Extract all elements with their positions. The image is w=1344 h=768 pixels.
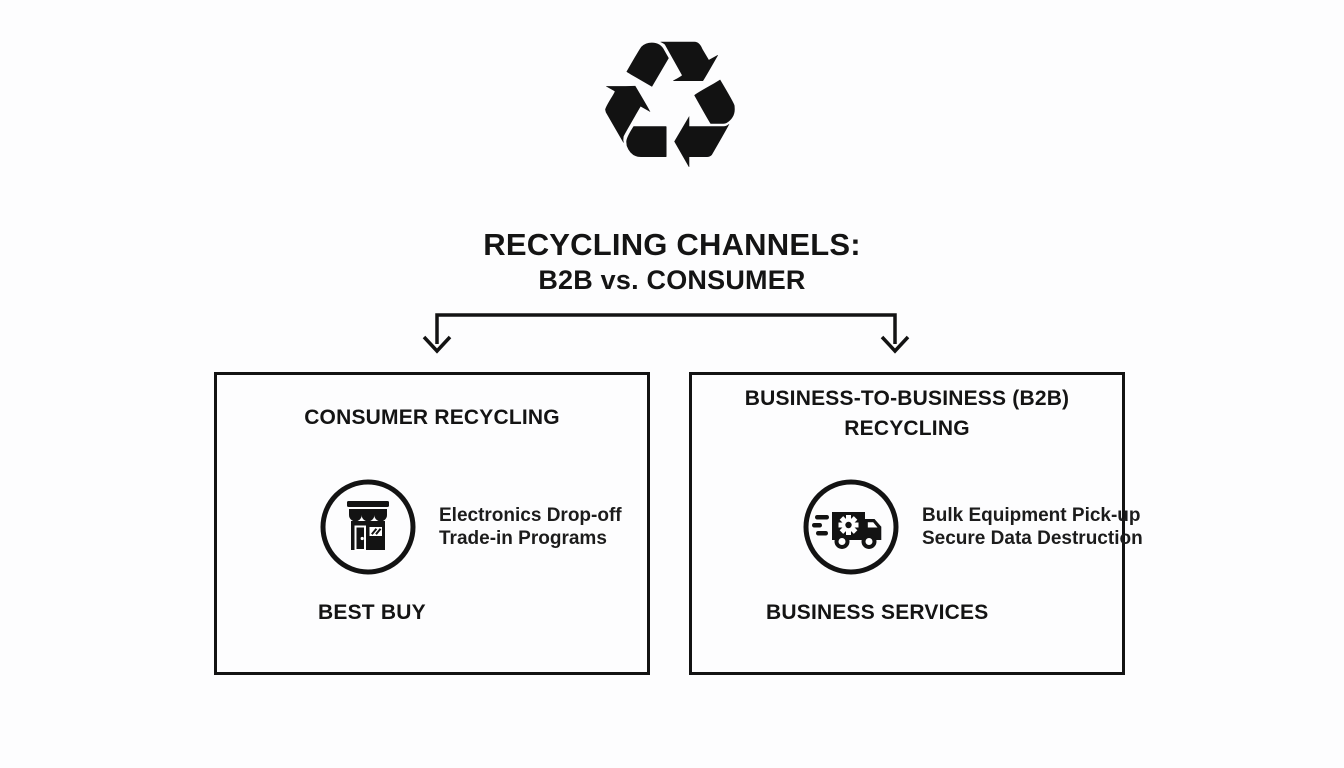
service-item: Bulk Equipment Pick-up bbox=[922, 505, 1141, 526]
consumer-box-title: CONSUMER RECYCLING bbox=[304, 406, 560, 429]
b2b-box-title: BUSINESS-TO-BUSINESS (B2B) RECYCLING bbox=[692, 384, 1122, 444]
main-title: RECYCLING CHANNELS: B2B vs. CONSUMER bbox=[0, 226, 1344, 296]
b2b-recycling-box: BUSINESS-TO-BUSINESS (B2B) RECYCLING bbox=[689, 372, 1143, 675]
branch-connector-arrows bbox=[422, 313, 910, 354]
b2b-services: Bulk Equipment Pick-up Secure Data Destr… bbox=[922, 504, 1143, 550]
consumer-brand-label: BEST BUY bbox=[318, 601, 426, 624]
consumer-recycling-box: CONSUMER RECYCLING Electronics Drop-off … bbox=[214, 372, 650, 675]
consumer-services: Electronics Drop-off Trade-in Programs bbox=[439, 504, 622, 550]
b2b-brand-label: BUSINESS SERVICES bbox=[766, 601, 989, 624]
consumer-icon-row: Electronics Drop-off Trade-in Programs bbox=[318, 477, 622, 577]
service-item: Secure Data Destruction bbox=[922, 528, 1143, 549]
b2b-icon-row: Bulk Equipment Pick-up Secure Data Destr… bbox=[801, 477, 1143, 577]
storefront-icon bbox=[320, 479, 416, 575]
recycling-symbol-icon: ♻ bbox=[590, 2, 750, 209]
b2b-box-title-text: BUSINESS-TO-BUSINESS (B2B) RECYCLING bbox=[744, 387, 1070, 440]
delivery-truck-icon bbox=[803, 479, 899, 575]
service-item: Electronics Drop-off bbox=[439, 505, 622, 526]
service-item: Trade-in Programs bbox=[439, 528, 607, 549]
recycling-symbol-wrap: ♻ bbox=[0, 8, 1344, 204]
main-title-line2: B2B vs. CONSUMER bbox=[538, 265, 806, 295]
main-title-line1: RECYCLING CHANNELS: bbox=[483, 227, 861, 262]
